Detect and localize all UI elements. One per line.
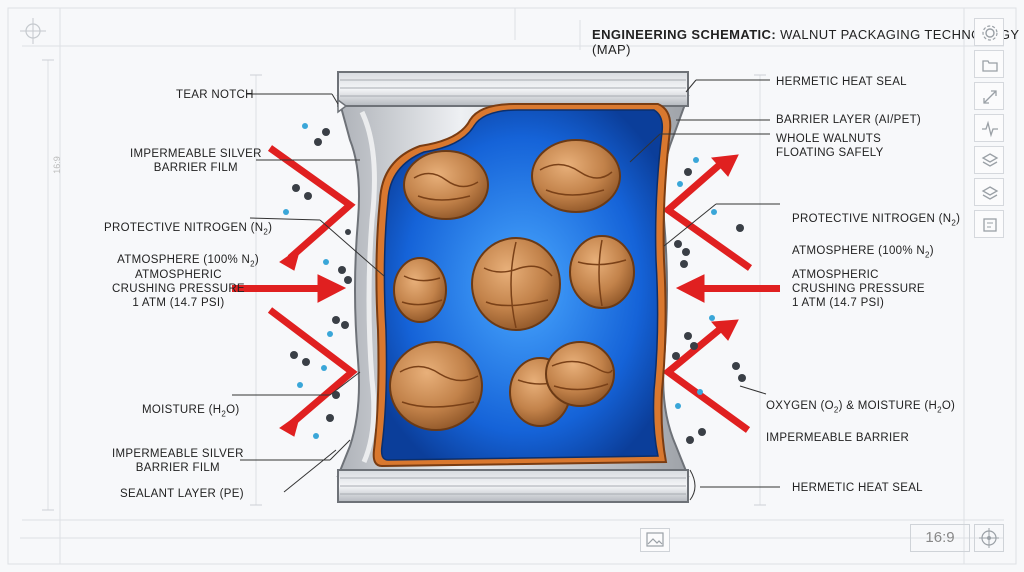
label-sealant: SEALANT LAYER (PE) (120, 488, 244, 500)
nitrogen-left-line1: PROTECTIVE NITROGEN (N (104, 222, 264, 234)
label-barrier-film-top: IMPERMEABLE SILVER BARRIER FILM (130, 148, 262, 174)
stack-button[interactable] (974, 178, 1004, 206)
layers-icon (981, 153, 999, 167)
walnut (569, 235, 635, 309)
label-tear-notch: TEAR NOTCH (176, 89, 254, 101)
label-moisture-left: MOISTURE (H2O) (142, 404, 240, 419)
crosshair-icon (20, 18, 46, 44)
label-barrier-layer: BARRIER LAYER (AI/PET) (776, 114, 922, 126)
title-rest: WALNUT PACKAGING TECHNOLOGY (MAP) (592, 27, 1020, 57)
right-pressure-arrows (662, 154, 780, 433)
ruler-mark: 16:9 (51, 156, 62, 174)
walnut (545, 341, 615, 407)
nitrogen-left-line2: ATMOSPHERE (100% N (117, 254, 251, 267)
walnut (389, 341, 483, 431)
settings-button[interactable] (974, 18, 1004, 46)
label-walnuts: WHOLE WALNUTS FLOATING SAFELY (776, 133, 884, 159)
label-oxygen-moisture: OXYGEN (O2) & MOISTURE (H2O) IMPERMEABLE… (766, 400, 956, 445)
resize-button[interactable] (974, 82, 1004, 110)
label-pressure-right: ATMOSPHERIC CRUSHING PRESSURE 1 ATM (14.… (792, 269, 925, 309)
leader-lines (232, 79, 780, 501)
left-pressure-arrows (232, 145, 358, 437)
resize-icon (983, 90, 997, 104)
layers-button[interactable] (974, 146, 1004, 174)
waveform-button[interactable] (974, 114, 1004, 142)
aspect-ratio-badge[interactable]: 16:9 (910, 524, 970, 552)
label-pressure-left: ATMOSPHERIC CRUSHING PRESSURE 1 ATM (14.… (112, 269, 245, 309)
folder-button[interactable] (974, 50, 1004, 78)
label-nitrogen-right: PROTECTIVE NITROGEN (N2) ATMOSPHERE (100… (792, 213, 961, 260)
waveform-icon (982, 120, 998, 138)
walnut (471, 237, 561, 331)
label-nitrogen-left: PROTECTIVE NITROGEN (N2) ATMOSPHERE (100… (104, 222, 273, 269)
note-button[interactable] (974, 210, 1004, 238)
target-button[interactable] (974, 524, 1004, 552)
label-heat-seal-top: HERMETIC HEAT SEAL (776, 76, 907, 88)
right-molecules (672, 157, 746, 444)
note-icon (983, 218, 997, 232)
stack-icon (981, 186, 999, 200)
walnuts (389, 139, 635, 431)
walnut (531, 139, 621, 213)
walnut (393, 257, 447, 323)
image-icon (646, 532, 664, 547)
title-bold: ENGINEERING SCHEMATIC: (592, 27, 777, 42)
blueprint-frame (7, 7, 1017, 565)
page-title: ENGINEERING SCHEMATIC: WALNUT PACKAGING … (592, 27, 1024, 57)
target-icon (979, 528, 999, 548)
label-barrier-film-bottom: IMPERMEABLE SILVER BARRIER FILM (112, 448, 244, 474)
label-heat-seal-bottom: HERMETIC HEAT SEAL (792, 482, 923, 494)
folder-icon (982, 60, 998, 72)
left-molecules (283, 123, 352, 439)
walnut (403, 150, 489, 220)
image-button[interactable] (640, 528, 670, 552)
gear-icon (982, 25, 998, 41)
